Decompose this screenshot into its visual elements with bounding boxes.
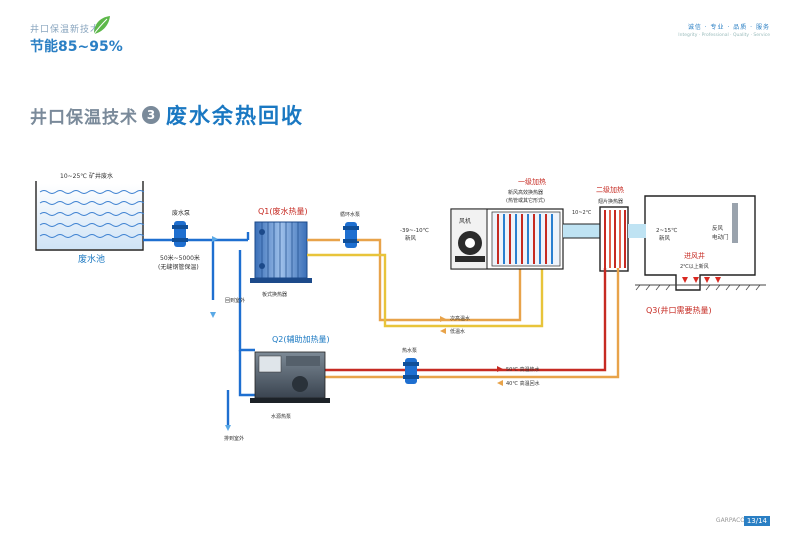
section-title: 井口保温技术 3 废水余热回收 — [30, 100, 304, 130]
arrow-sub-hot — [440, 316, 446, 322]
heat-pump-unit — [250, 351, 330, 403]
hot-return-label: 40℃ 高温回水 — [506, 380, 540, 387]
shaft-temp: 2~15℃ — [656, 227, 677, 234]
fresh-air-label: 新风 — [405, 234, 417, 242]
stage2-heater — [599, 206, 629, 272]
door-label: 反风 — [712, 224, 724, 232]
plate-hx-label: 板式换热器 — [262, 291, 287, 298]
page-number: 13/14 — [743, 516, 770, 526]
secondary-loop-pipes — [307, 238, 544, 328]
stage2-title: 二级加热 — [596, 185, 624, 194]
duct-to-shaft — [628, 224, 646, 238]
circulation-pump-icon — [343, 222, 359, 248]
pipe-note-1: 50米~5000米 — [160, 254, 200, 262]
stage1-heater — [491, 211, 561, 267]
title-prefix: 井口保温技术 — [30, 107, 138, 128]
arrow-hot-supply — [497, 366, 503, 372]
leaf-logo-icon — [93, 16, 110, 35]
header-brand: 井口保温新技术 节能85~95% — [30, 22, 123, 56]
q1-label: Q1(废水热量) — [258, 206, 308, 216]
shaft-name: 进风井 — [684, 251, 705, 260]
stage2-sub: 翅片换热器 — [598, 198, 623, 205]
waste-water-pool: 10~25℃ 矿井废水 废水池 — [35, 172, 145, 265]
header-big-title: 节能85~95% — [30, 39, 123, 55]
cool-water-label: 低温水 — [450, 328, 465, 335]
low-temp-water-label: 次高温水 — [450, 315, 470, 322]
tagline-text: 诚信 · 专业 · 品质 · 服务 — [687, 24, 770, 31]
tagline: 诚信 · 专业 · 品质 · 服务 Integrity · Profession… — [678, 22, 770, 38]
fan-label: 风机 — [459, 217, 471, 225]
stage1-sub2: (热管或其它形式) — [506, 197, 545, 204]
mid-temp-label: 10~2℃ — [572, 210, 592, 216]
heat-pump-label: 水源热泵 — [271, 413, 291, 420]
fresh-air-temp: -39~-10℃ — [400, 227, 429, 234]
reverse-air-door — [732, 203, 738, 243]
footer-brand: GARPACO — [715, 517, 745, 524]
pipe-note-2: (无缝钢管保温) — [158, 263, 199, 271]
waste-pump-label: 废水泵 — [172, 209, 190, 217]
title-main: 废水余热回收 — [166, 104, 304, 128]
hot-pump-label: 热水泵 — [402, 347, 417, 354]
waste-water-pump-icon — [172, 221, 188, 247]
shaft-note: 2℃以上新风 — [680, 263, 709, 270]
arrow-cool — [440, 328, 446, 334]
flow-arrows-blue — [210, 236, 231, 431]
downward-arrows — [682, 277, 721, 283]
discharge-label: 排到室外 — [224, 435, 244, 442]
circ-pump-label: 循环水泵 — [340, 211, 360, 218]
water-waves — [39, 190, 145, 238]
plate-heat-exchanger — [250, 221, 312, 283]
door-label-2: 电动门 — [712, 233, 729, 241]
hot-supply-label: 50℃ 高温热水 — [506, 366, 540, 373]
hot-water-pump-icon — [403, 358, 419, 384]
hot-water-pipes — [325, 268, 620, 379]
arrow-hot-return — [497, 380, 503, 386]
pool-name: 废水池 — [78, 253, 105, 265]
intake-shaft — [635, 195, 766, 291]
stage1-sub1: 新风高效换热器 — [508, 189, 543, 196]
q2-label: Q2(辅助加热量) — [272, 334, 330, 344]
shaft-air: 新风 — [659, 234, 671, 242]
tagline-sub: Integrity · Professional · Quality · Ser… — [678, 33, 770, 38]
q3-label: Q3(井口需要热量) — [646, 305, 712, 315]
return-outside-label: 回到室外 — [225, 297, 245, 304]
header-small-title: 井口保温新技术 — [30, 25, 101, 35]
pool-top-label: 10~25℃ 矿井废水 — [60, 172, 113, 180]
title-number: 3 — [142, 106, 160, 124]
waste-water-pipes — [143, 232, 255, 425]
stage1-title: 一级加热 — [518, 177, 546, 186]
air-duct — [563, 223, 601, 239]
